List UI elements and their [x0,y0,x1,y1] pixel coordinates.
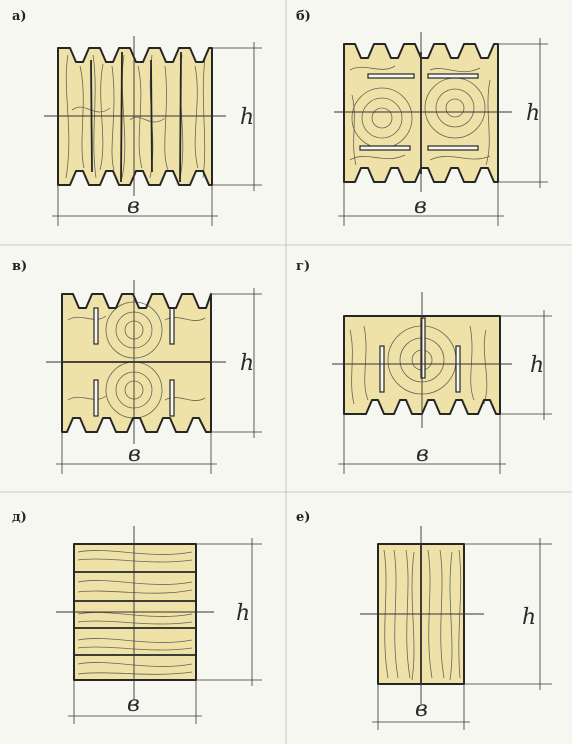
panel-e-label: д) [12,510,27,525]
panel-e-grain [77,550,193,675]
panel-c-kerf-3 [93,379,99,417]
panel-f-height-dimension [464,538,552,690]
panel-b-height-label: h [526,101,540,126]
panel-d-kerf-2 [420,317,426,379]
panel-c-width-dimension [56,432,217,474]
panel-d-kerf-1 [379,345,385,393]
panel-b: б) h в [296,9,548,226]
panel-f-width-dimension [372,684,470,730]
panel-f-width-label: в [415,697,428,722]
panel-b-kerf-3 [359,145,411,151]
panel-e-height-dimension [196,538,262,686]
panel-b-label: б) [296,9,311,24]
panel-b-width-label: в [414,194,427,219]
panel-a-seam-4 [179,51,182,183]
panel-d-width-label: в [416,442,429,467]
panel-e-height-label: h [236,601,250,626]
panel-d-label: г) [296,259,310,274]
panel-a-height-label: h [240,105,254,130]
panel-d-height-dimension [500,310,552,420]
panel-c-label: в) [12,259,27,274]
panel-a-seam-2 [120,51,123,183]
panel-c-height-label: h [240,351,254,376]
panel-f-height-label: h [522,605,536,630]
panel-e: д) h в [12,510,262,724]
panel-c-section-outline [61,293,212,433]
panel-d-height-label: h [530,353,544,378]
panel-d-width-dimension [338,414,506,474]
panel-d-section-outline [343,315,501,415]
panel-f-label: е) [296,510,310,525]
panel-b-kerf-2 [427,73,479,79]
panel-b-kerf-1 [367,73,415,79]
panel-c-kerf-2 [169,307,175,345]
panel-b-width-dimension [338,182,504,226]
panel-b-kerf-4 [427,145,479,151]
panel-c-kerf-1 [93,307,99,345]
panel-a-width-dimension [52,185,218,226]
panel-c-width-label: в [128,442,141,467]
panel-a-section-fill [58,48,212,185]
panel-f: е) h в [296,510,552,730]
panel-e-width-label: в [127,692,140,717]
panel-e-width-dimension [68,680,202,724]
panel-c-height-dimension [211,288,262,438]
panel-c: в) h в [12,259,262,474]
panel-b-height-dimension [498,38,548,188]
panel-c-kerf-4 [169,379,175,417]
panel-a: а) h в [12,9,262,226]
panel-d-kerf-3 [455,345,461,393]
panel-f-grain [383,549,462,681]
panel-a-label: а) [12,9,27,24]
panel-d: г) h в [296,259,552,474]
panel-a-height-dimension [212,42,262,191]
panel-a-width-label: в [127,194,140,219]
